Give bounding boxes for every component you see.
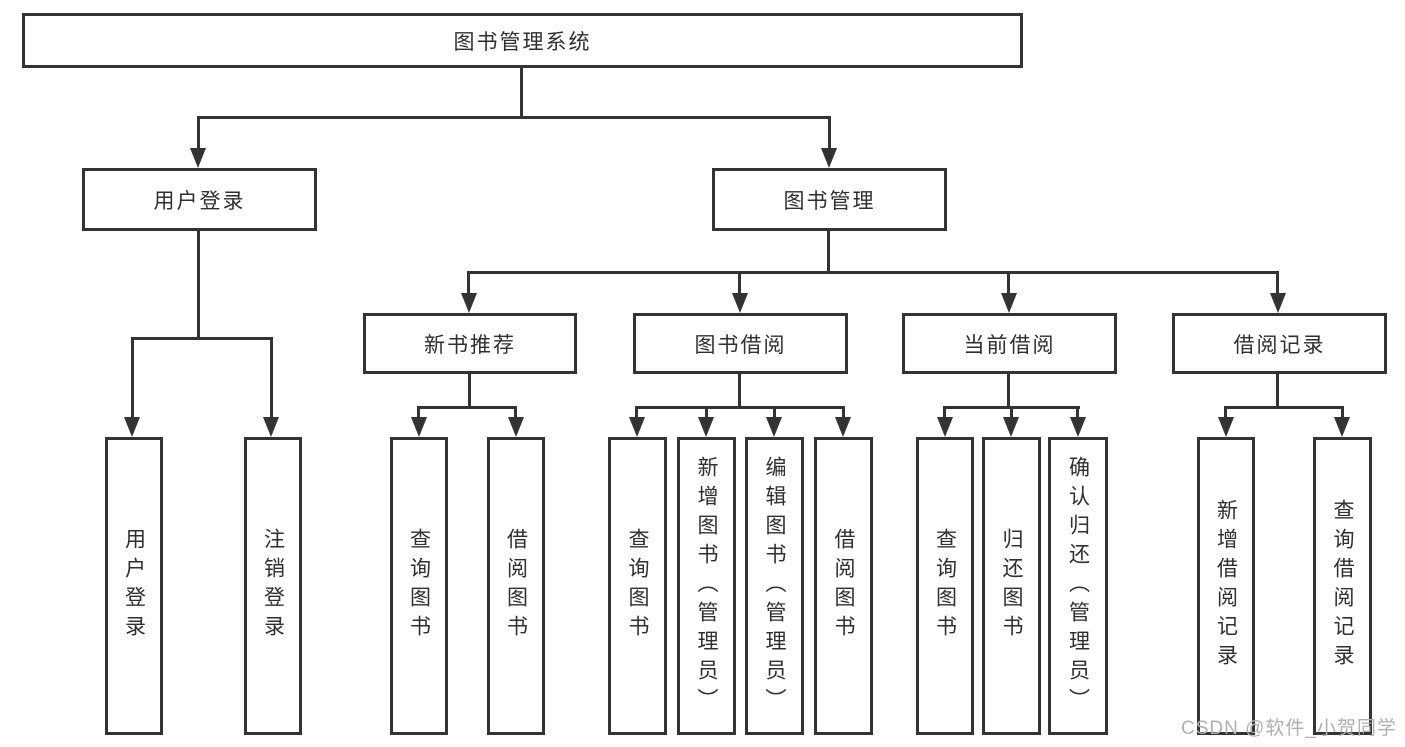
node-logout-leaf: 注销登录: [244, 437, 302, 735]
arrowhead-bw-c2: [698, 417, 714, 437]
node-add-borrow-record: 新增借阅记录: [1197, 437, 1255, 735]
node-query-books-borrow: 查询图书: [608, 437, 667, 735]
node-label: 借阅图书: [832, 528, 855, 644]
node-label: 归还图书: [1000, 528, 1023, 644]
connector-bw-c4-stub: [842, 406, 845, 419]
node-user-login: 用户登录: [82, 168, 317, 231]
connector-records-stub: [1276, 271, 1279, 297]
csdn-watermark: CSDN @软件_小贺同学: [1181, 718, 1397, 739]
node-book-borrow: 图书借阅: [633, 313, 848, 374]
connector-rc-c1-stub: [1224, 406, 1227, 419]
connector-level3-bus: [467, 271, 1279, 274]
connector-book-mgmt-stub: [828, 116, 831, 150]
arrowhead-nb-c1: [411, 417, 427, 437]
node-add-book-admin: 新增图书（管理员）: [677, 437, 736, 735]
connector-borrow-stub: [738, 271, 741, 297]
connector-new-book-drop: [468, 374, 471, 406]
node-label: 编辑图书（管理员）: [763, 455, 786, 717]
arrowhead-current: [1001, 293, 1017, 313]
connector-borrow-drop: [738, 374, 741, 406]
node-label: 图书管理: [783, 189, 876, 213]
arrowhead-bw-c4: [835, 417, 851, 437]
node-query-borrow-record: 查询借阅记录: [1313, 437, 1372, 735]
node-label: 新增借阅记录: [1214, 499, 1238, 673]
node-borrow-books-leaf: 借阅图书: [814, 437, 873, 735]
connector-user-login-stub: [197, 116, 200, 150]
node-label: 用户登录: [122, 528, 146, 644]
connector-logout-leaf-stub: [270, 337, 273, 419]
node-label: 当前借阅: [963, 333, 1056, 357]
node-label: 查询图书: [933, 528, 957, 644]
node-confirm-return-admin: 确认归还（管理员）: [1048, 437, 1108, 735]
node-label: 新书推荐: [424, 333, 516, 357]
node-query-books-current: 查询图书: [916, 437, 974, 735]
node-user-login-leaf: 用户登录: [105, 437, 163, 735]
connector-current-stub: [1007, 271, 1010, 297]
connector-records-drop: [1276, 374, 1279, 406]
arrowhead-bw-c1: [629, 417, 645, 437]
node-new-book-recommend: 新书推荐: [363, 313, 577, 374]
connector-cu-c1-stub: [943, 406, 946, 419]
connector-bw-c2-stub: [705, 406, 708, 419]
node-label: 查询借阅记录: [1331, 499, 1354, 673]
connector-login-leaf-stub: [131, 337, 134, 419]
connector-bw-c1-stub: [635, 406, 638, 419]
arrowhead-user-login: [190, 148, 206, 168]
connector-new-book-spread: [417, 406, 517, 409]
node-label: 借阅图书: [504, 528, 528, 644]
connector-nb-c1-stub: [417, 406, 420, 419]
arrowhead-logout-leaf: [263, 417, 279, 437]
connector-bw-c3-stub: [773, 406, 776, 419]
arrowhead-login-leaf: [124, 417, 140, 437]
node-borrow-records: 借阅记录: [1172, 313, 1387, 374]
node-label: 注销登录: [261, 528, 285, 644]
connector-level2-branch: [197, 116, 831, 119]
arrowhead-cu-c3: [1070, 417, 1086, 437]
connector-user-login-spread: [131, 337, 273, 340]
node-label: 查询图书: [626, 528, 649, 644]
connector-user-login-drop: [197, 231, 200, 337]
connector-root-drop: [520, 68, 523, 116]
connector-cu-c3-stub: [1076, 406, 1079, 419]
connector-rc-c2-stub: [1341, 406, 1344, 419]
arrowhead-borrow: [732, 293, 748, 313]
arrowhead-rc-c2: [1334, 417, 1350, 437]
node-return-book: 归还图书: [982, 437, 1041, 735]
node-label: 图书管理系统: [453, 30, 592, 54]
arrowhead-nb-c2: [508, 417, 524, 437]
connector-new-book-stub: [467, 271, 470, 297]
arrowhead-book-mgmt: [821, 148, 837, 168]
connector-records-spread: [1224, 406, 1344, 409]
node-label: 确认归还（管理员）: [1066, 455, 1090, 717]
connector-nb-c2-stub: [514, 406, 517, 419]
node-current-borrow: 当前借阅: [902, 313, 1117, 374]
arrowhead-cu-c1: [937, 417, 953, 437]
node-label: 图书借阅: [694, 333, 787, 357]
node-label: 查询图书: [407, 528, 431, 644]
arrowhead-cu-c2: [1003, 417, 1019, 437]
node-query-books-recommend: 查询图书: [390, 437, 448, 735]
node-label: 用户登录: [153, 189, 246, 213]
node-edit-book-admin: 编辑图书（管理员）: [745, 437, 804, 735]
arrowhead-rc-c1: [1218, 417, 1234, 437]
connector-cu-c2-stub: [1010, 406, 1013, 419]
node-borrow-books-recommend: 借阅图书: [487, 437, 545, 735]
connector-current-drop: [1007, 374, 1010, 406]
node-label: 借阅记录: [1233, 333, 1326, 357]
node-library-system: 图书管理系统: [22, 13, 1023, 68]
arrowhead-records: [1270, 293, 1286, 313]
connector-book-mgmt-drop: [827, 231, 830, 271]
arrowhead-bw-c3: [766, 417, 782, 437]
node-label: 新增图书（管理员）: [695, 455, 718, 717]
node-book-management: 图书管理: [712, 168, 947, 231]
connector-borrow-spread: [635, 406, 845, 409]
arrowhead-new-book: [461, 293, 477, 313]
